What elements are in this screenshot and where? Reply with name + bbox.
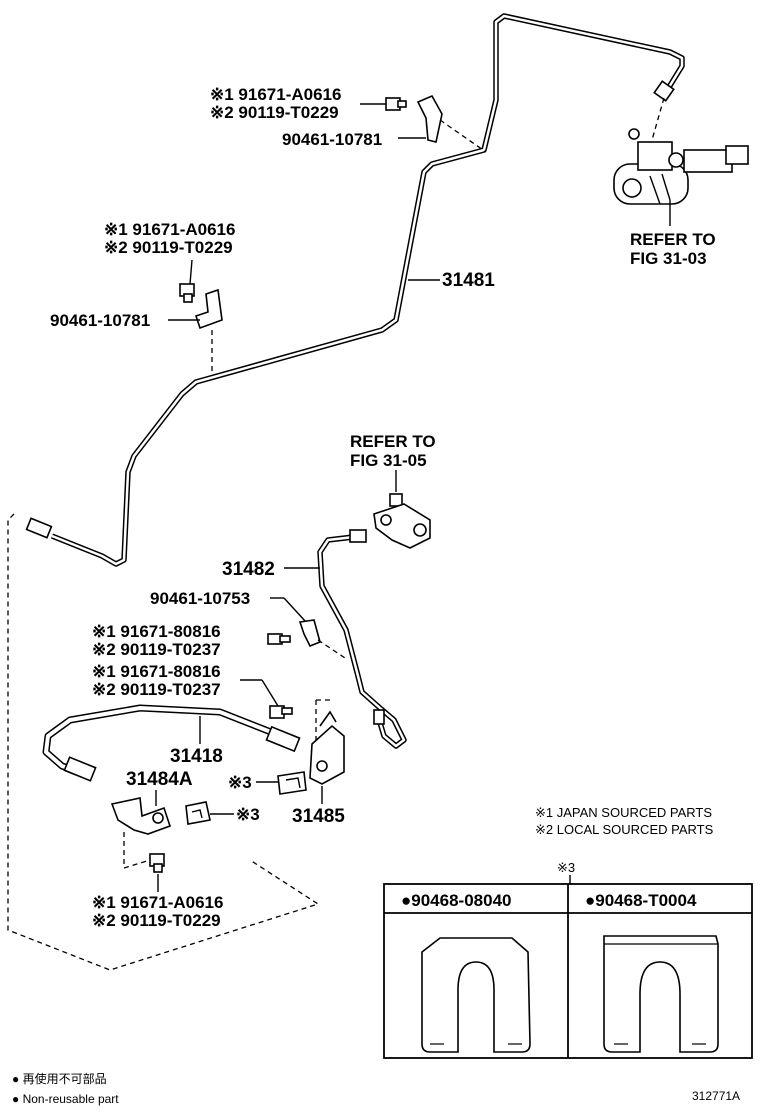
clamp1-bolt	[385, 97, 407, 111]
clamp3-part: 90461-10753	[150, 589, 250, 608]
clamp1-bolt-japan: ※1 91671-A0616	[210, 85, 341, 104]
clamp4-bolt-local: ※2 90119-T0237	[92, 680, 221, 699]
table-col1-part: ●90468-08040	[401, 891, 511, 910]
clamp1-part: 90461-10781	[282, 130, 382, 149]
refer-b-line1: REFER TO	[350, 432, 436, 451]
clamp4-bolt-japan: ※1 91671-80816	[92, 662, 221, 681]
refer-b-line2: FIG 31-05	[350, 451, 427, 470]
clamp3-bolt-japan: ※1 91671-80816	[92, 622, 221, 641]
clamp3-dash	[317, 639, 349, 661]
dash-link-cylinder	[651, 97, 665, 141]
bracket-31485-label: 31485	[292, 806, 345, 827]
assembly-dashed-outline	[7, 513, 320, 971]
clamp1-dash	[439, 119, 487, 153]
clamp5-bolt	[149, 853, 165, 873]
clamp2-bolt-local: ※2 90119-T0229	[104, 238, 233, 257]
clip-31485-tag: ※3	[228, 773, 252, 792]
clamp3-clamp	[298, 619, 321, 648]
clamp3-bolt-local: ※2 90119-T0237	[92, 640, 221, 659]
clamp5-bolt-japan: ※1 91671-A0616	[92, 893, 223, 912]
clamp1-bolt-local: ※2 90119-T0229	[210, 103, 339, 122]
clamp5-bolt-local: ※2 90119-T0229	[92, 911, 221, 930]
clamp3-bolt	[267, 633, 291, 645]
note-japan: ※1 JAPAN SOURCED PARTS	[535, 805, 712, 820]
release-cylinder	[373, 493, 431, 549]
clamp2-bolt-japan: ※1 91671-A0616	[104, 220, 235, 239]
clip-near-31485	[277, 771, 307, 795]
clip-t0004-shape	[603, 935, 719, 1053]
bracket-31484a-label: 31484A	[126, 769, 193, 790]
legend-jp: ● 再使用不可部品	[12, 1071, 107, 1086]
clamp2-part: 90461-10781	[50, 311, 150, 330]
pipe-31482-label: 31482	[222, 559, 275, 580]
flexible-hose-31418	[42, 704, 301, 782]
table-header-tag: ※3	[557, 860, 575, 875]
clamp3-leader-b	[283, 597, 307, 623]
clamp1-clamp	[416, 94, 443, 143]
clamp4-bolt-leader-b	[261, 679, 279, 707]
master-cylinder	[613, 128, 749, 205]
note-local: ※2 LOCAL SOURCED PARTS	[535, 822, 714, 837]
clip-31484a-tag: ※3	[236, 805, 260, 824]
bracket-31485	[309, 710, 345, 785]
bracket-31484a-dash-b	[123, 859, 151, 869]
clamp2-bolt-leader	[189, 259, 193, 285]
clamp2-clamp	[194, 288, 223, 330]
table-col2-part: ●90468-T0004	[585, 891, 697, 910]
clamp2-bolt	[179, 283, 195, 303]
clip-08040-shape	[421, 937, 531, 1053]
hose-31418-label: 31418	[170, 746, 223, 767]
clutch-pipe-31481	[25, 13, 685, 567]
clutch-pipe-31482	[317, 529, 407, 749]
pipe-31481-label: 31481	[442, 270, 495, 291]
clip-near-31484a	[185, 801, 211, 825]
bracket-31484a	[110, 797, 172, 835]
refer-a-line1: REFER TO	[630, 230, 716, 249]
legend-en: ● Non-reusable part	[12, 1092, 119, 1106]
refer-a-line2: FIG 31-03	[630, 249, 707, 268]
figure-id: 312771A	[692, 1089, 740, 1103]
clamp4-bolt	[269, 705, 293, 719]
